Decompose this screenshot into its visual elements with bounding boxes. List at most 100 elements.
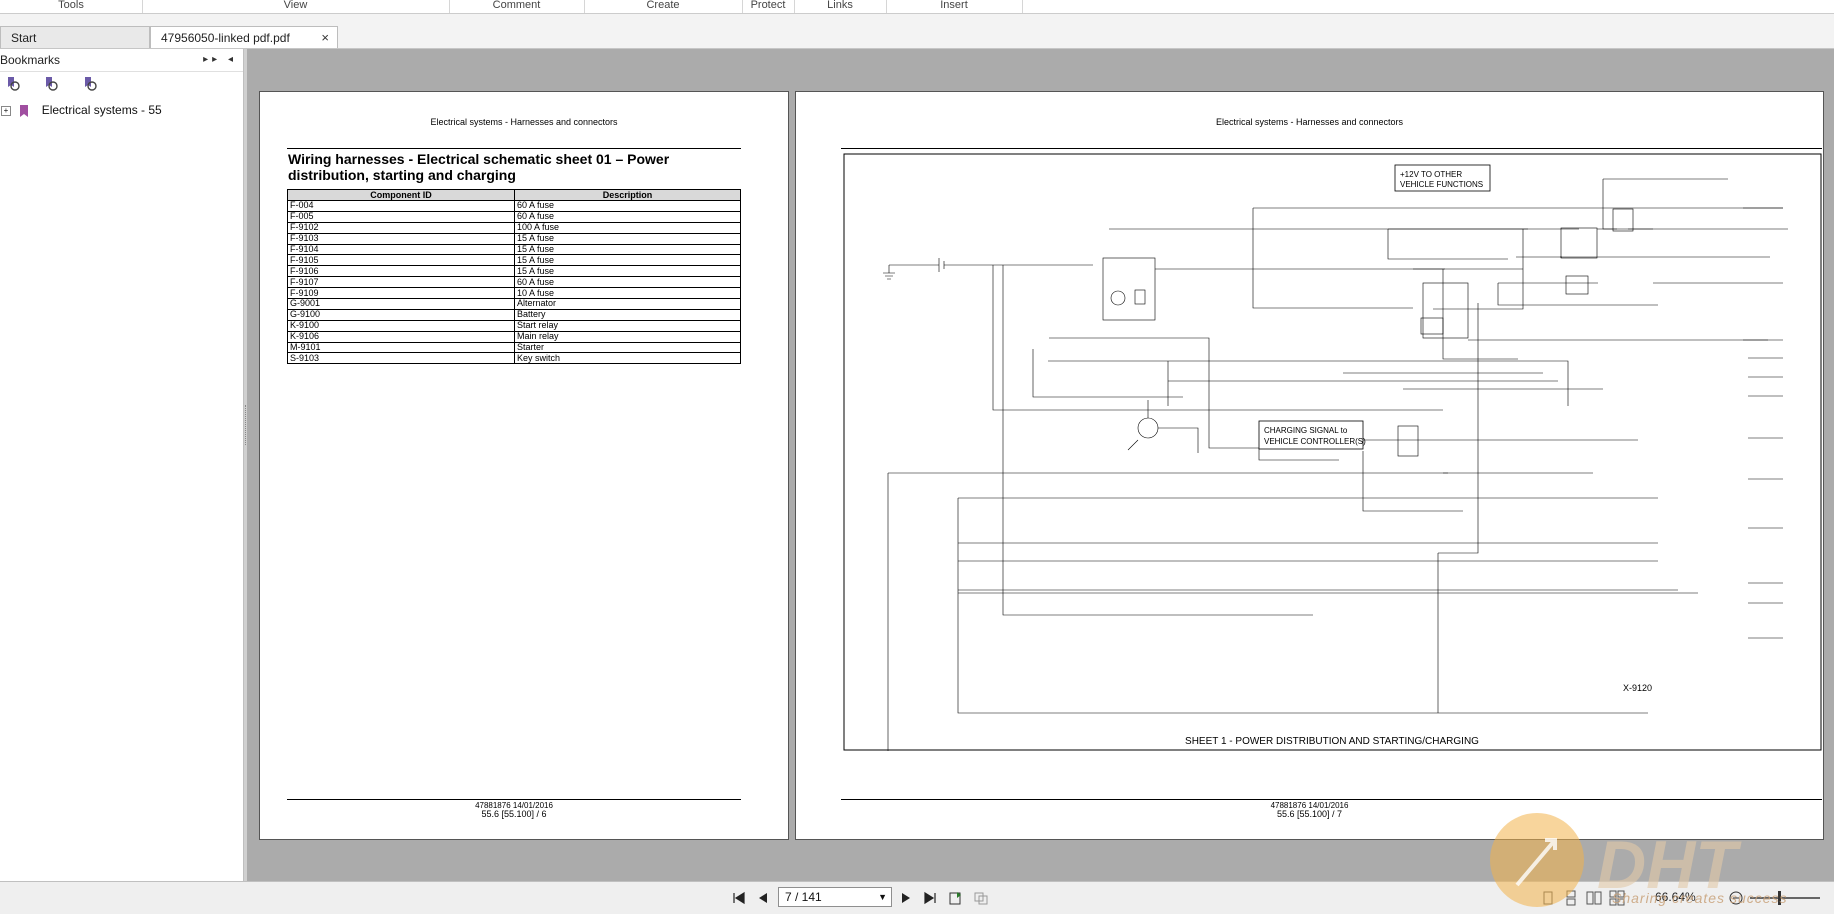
find-bookmark-icon[interactable]: [81, 75, 97, 91]
splitter-grip[interactable]: [245, 405, 247, 445]
page7-footer-code: 47881876 14/01/2016: [1270, 801, 1349, 810]
bookmark-icon: [20, 104, 29, 117]
bookmark-item-electrical-systems[interactable]: + Electrical systems - 55: [0, 101, 162, 119]
page6-footer-page: 55.6 [55.100] / 6: [481, 809, 547, 819]
cell-desc: 60 A fuse: [514, 200, 741, 212]
page6-footer-rule: [287, 799, 741, 800]
page7-header: Electrical systems - Harnesses and conne…: [1215, 117, 1404, 127]
menu-bar: Tools View Comment Create Protect Links …: [0, 0, 1834, 14]
continuous-view-icon[interactable]: [1563, 890, 1579, 906]
column-header-description: Description: [514, 189, 741, 201]
bookmarks-panel: Bookmarks ▸▸ ◂ + Electrical systems - 55: [0, 49, 244, 881]
page7-footer: 47881876 14/01/2016 55.6 [55.100] / 7: [795, 801, 1824, 819]
next-page-icon[interactable]: [898, 890, 914, 906]
bookmarks-title: Bookmarks: [0, 53, 61, 67]
cell-desc: 15 A fuse: [514, 265, 741, 278]
note-charging-line2: VEHICLE CONTROLLER(S): [1264, 437, 1366, 446]
tab-start-label: Start: [11, 31, 37, 45]
cell-id: M-9101: [287, 341, 515, 354]
tab-document[interactable]: 47956050-linked pdf.pdf ×: [150, 26, 338, 48]
note-12v-box: [1394, 164, 1491, 192]
cell-id: K-9100: [287, 319, 515, 332]
close-tab-icon[interactable]: ×: [321, 30, 329, 45]
cell-id: F-9102: [287, 221, 515, 234]
menu-create[interactable]: Create: [584, 0, 743, 13]
page7-footer-rule: [841, 799, 1822, 800]
panel-splitter[interactable]: [244, 49, 247, 881]
page6-header-rule: [287, 148, 741, 149]
chevron-down-icon[interactable]: ▼: [878, 892, 887, 902]
new-bookmark-icon[interactable]: [42, 75, 59, 91]
table-header-row: Component ID Description: [287, 189, 741, 201]
zoom-level[interactable]: 66.64%: [1655, 890, 1696, 904]
menu-insert[interactable]: Insert: [886, 0, 1023, 13]
page-number-field[interactable]: 7 / 141 ▼: [778, 887, 892, 907]
zoom-slider-thumb[interactable]: [1778, 891, 1781, 905]
page-number-value: 7 / 141: [785, 890, 822, 904]
previous-view-icon[interactable]: [948, 890, 964, 906]
cell-id: K-9106: [287, 330, 515, 343]
cell-id: F-9104: [287, 243, 515, 256]
cell-id: F-005: [287, 210, 515, 223]
cell-id: S-9103: [287, 352, 515, 365]
tab-document-label: 47956050-linked pdf.pdf: [161, 31, 290, 45]
menu-tools[interactable]: Tools: [0, 0, 143, 13]
page6-section-title: Wiring harnesses - Electrical schematic …: [288, 151, 670, 183]
previous-page-icon[interactable]: [755, 890, 771, 906]
column-header-component-id: Component ID: [287, 189, 515, 201]
menu-protect[interactable]: Protect: [742, 0, 795, 13]
note-charging-line1: CHARGING SIGNAL to: [1264, 426, 1348, 435]
expand-bookmark-icon[interactable]: [4, 75, 20, 91]
single-page-view-icon[interactable]: [1540, 890, 1556, 906]
cell-desc: Key switch: [514, 352, 741, 365]
cell-id: F-9107: [287, 276, 515, 289]
cell-desc: Starter: [514, 341, 741, 354]
next-view-icon[interactable]: [973, 890, 989, 906]
cell-desc: 15 A fuse: [514, 254, 741, 267]
panel-collapse-icon[interactable]: ▸▸ ◂: [203, 54, 237, 65]
cell-desc: 10 A fuse: [514, 287, 741, 300]
connector-x9120-label: X-9120: [1623, 683, 1652, 693]
zoom-out-icon[interactable]: [1728, 890, 1744, 906]
menu-view[interactable]: View: [142, 0, 450, 13]
last-page-icon[interactable]: [922, 890, 938, 906]
cell-desc: 100 A fuse: [514, 221, 741, 234]
menu-links[interactable]: Links: [794, 0, 887, 13]
bookmarks-panel-header: Bookmarks ▸▸ ◂: [0, 49, 243, 72]
continuous-facing-view-icon[interactable]: [1609, 890, 1625, 906]
cell-id: G-9001: [287, 298, 515, 310]
note-12v-line2: VEHICLE FUNCTIONS: [1400, 180, 1483, 189]
cell-desc: 60 A fuse: [514, 276, 741, 289]
tab-bar: Start 47956050-linked pdf.pdf ×: [0, 14, 1834, 49]
menu-comment[interactable]: Comment: [449, 0, 585, 13]
status-bar: 7 / 141 ▼ 66.64%: [0, 881, 1834, 914]
cell-id: F-004: [287, 200, 515, 212]
cell-desc: 60 A fuse: [514, 210, 741, 223]
page6-header: Electrical systems - Harnesses and conne…: [430, 117, 618, 127]
cell-desc: 15 A fuse: [514, 243, 741, 256]
cell-id: G-9100: [287, 308, 515, 321]
page7-footer-page: 55.6 [55.100] / 7: [1276, 809, 1343, 819]
zoom-slider[interactable]: [1750, 897, 1820, 899]
cell-desc: Alternator: [514, 298, 741, 310]
tab-start[interactable]: Start: [0, 26, 150, 48]
page6-footer-code: 47881876 14/01/2016: [475, 801, 553, 810]
page6-footer: 47881876 14/01/2016 55.6 [55.100] / 6: [287, 801, 741, 819]
facing-view-icon[interactable]: [1586, 890, 1602, 906]
cell-id: F-9103: [287, 232, 515, 245]
cell-desc: Start relay: [514, 319, 741, 332]
first-page-icon[interactable]: [731, 890, 747, 906]
cell-id: F-9109: [287, 287, 515, 300]
tree-expand-icon[interactable]: +: [1, 105, 11, 116]
